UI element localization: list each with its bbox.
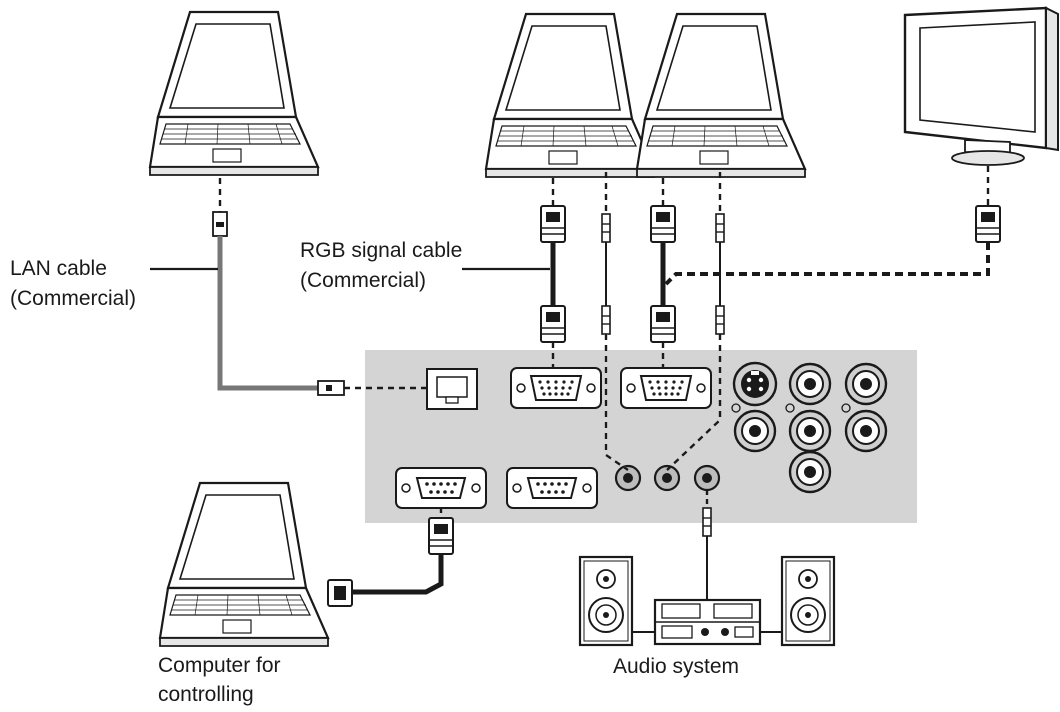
rca-jack-c2-top bbox=[788, 362, 832, 406]
rca-jack-c3-top bbox=[844, 362, 888, 406]
audio-system bbox=[578, 555, 836, 647]
computer-label-line1: Computer for bbox=[158, 654, 281, 677]
rca-jack-c2-bottom bbox=[788, 450, 832, 494]
rgb-cable-label-line1: RGB signal cable bbox=[300, 239, 463, 262]
rca-jack-video-left bbox=[733, 409, 777, 453]
audio-out-port bbox=[693, 464, 721, 492]
laptop-rgb-2 bbox=[635, 12, 807, 179]
audio-in-port-1 bbox=[614, 464, 642, 492]
rca-jack-c2-mid bbox=[788, 409, 832, 453]
panel-marks bbox=[731, 403, 851, 413]
control-cable bbox=[327, 508, 454, 607]
laptop-rgb-1 bbox=[484, 12, 656, 179]
monitor-cable bbox=[664, 166, 1001, 286]
laptop-control bbox=[158, 481, 330, 648]
audio-cable-1 bbox=[601, 172, 629, 472]
laptop-lan bbox=[148, 10, 320, 177]
audio-in-port-2 bbox=[653, 464, 681, 492]
audio-system-label: Audio system bbox=[613, 655, 740, 678]
computer-label-line2: controlling bbox=[158, 683, 254, 706]
rgb-cable-2 bbox=[650, 178, 676, 368]
rgb-cable-1 bbox=[540, 178, 566, 368]
rgb-input-port-2 bbox=[620, 367, 712, 409]
serial-port bbox=[395, 467, 487, 509]
monitor-out-port bbox=[506, 467, 598, 509]
lan-cable-label-line2: (Commercial) bbox=[10, 287, 136, 310]
rgb-input-port-1 bbox=[510, 367, 602, 409]
lan-port bbox=[426, 368, 478, 410]
lan-cable bbox=[212, 178, 427, 396]
s-video-port bbox=[732, 361, 778, 407]
rca-jack-c3-mid bbox=[844, 409, 888, 453]
lan-cable-label-line1: LAN cable bbox=[10, 257, 107, 280]
audio-out-cable bbox=[702, 490, 712, 600]
monitor bbox=[903, 6, 1059, 166]
rgb-cable-label-line2: (Commercial) bbox=[300, 269, 426, 292]
